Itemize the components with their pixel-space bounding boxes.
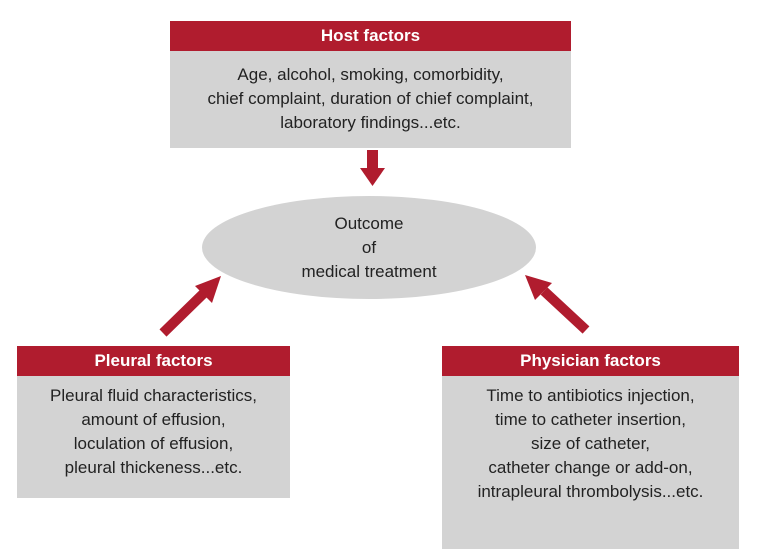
pleural-factors-box: Pleural factors Pleural fluid characteri… <box>17 346 290 498</box>
arrows-layer <box>159 150 590 337</box>
physician-factors-title: Physician factors <box>442 346 739 376</box>
physician-factors-line: intrapleural thrombolysis...etc. <box>477 482 704 501</box>
host-factors-line: chief complaint, duration of chief compl… <box>207 89 534 108</box>
physician-factors-body: Time to antibiotics injection, time to c… <box>442 376 739 549</box>
pleural-factors-title: Pleural factors <box>17 346 290 376</box>
host-factors-box: Host factors Age, alcohol, smoking, como… <box>170 21 571 148</box>
outcome-line: medical treatment <box>301 261 437 281</box>
arrow-physician-to-outcome <box>525 275 590 334</box>
pleural-factors-line: Pleural fluid characteristics, <box>50 386 257 405</box>
outcome-line: of <box>361 237 377 257</box>
pleural-factors-line: amount of effusion, <box>81 410 226 429</box>
pleural-factors-body: Pleural fluid characteristics, amount of… <box>17 376 290 498</box>
physician-factors-line: time to catheter insertion, <box>495 410 686 429</box>
outcome-line: Outcome <box>334 213 404 233</box>
pleural-factors-line: pleural thickeness...etc. <box>64 458 243 477</box>
host-factors-line: Age, alcohol, smoking, comorbidity, <box>237 65 504 84</box>
pleural-factors-line: loculation of effusion, <box>73 434 234 453</box>
host-factors-title: Host factors <box>170 21 571 51</box>
physician-factors-box: Physician factors Time to antibiotics in… <box>442 346 739 549</box>
arrow-host-to-outcome <box>360 150 385 186</box>
physician-factors-line: catheter change or add-on, <box>488 458 693 477</box>
outcome-ellipse: Outcome of medical treatment <box>202 196 536 299</box>
physician-factors-line: size of catheter, <box>530 434 651 453</box>
arrow-pleural-to-outcome <box>159 276 221 337</box>
physician-factors-line: Time to antibiotics injection, <box>486 386 695 405</box>
host-factors-line: laboratory findings...etc. <box>280 113 461 132</box>
host-factors-body: Age, alcohol, smoking, comorbidity, chie… <box>170 51 571 148</box>
